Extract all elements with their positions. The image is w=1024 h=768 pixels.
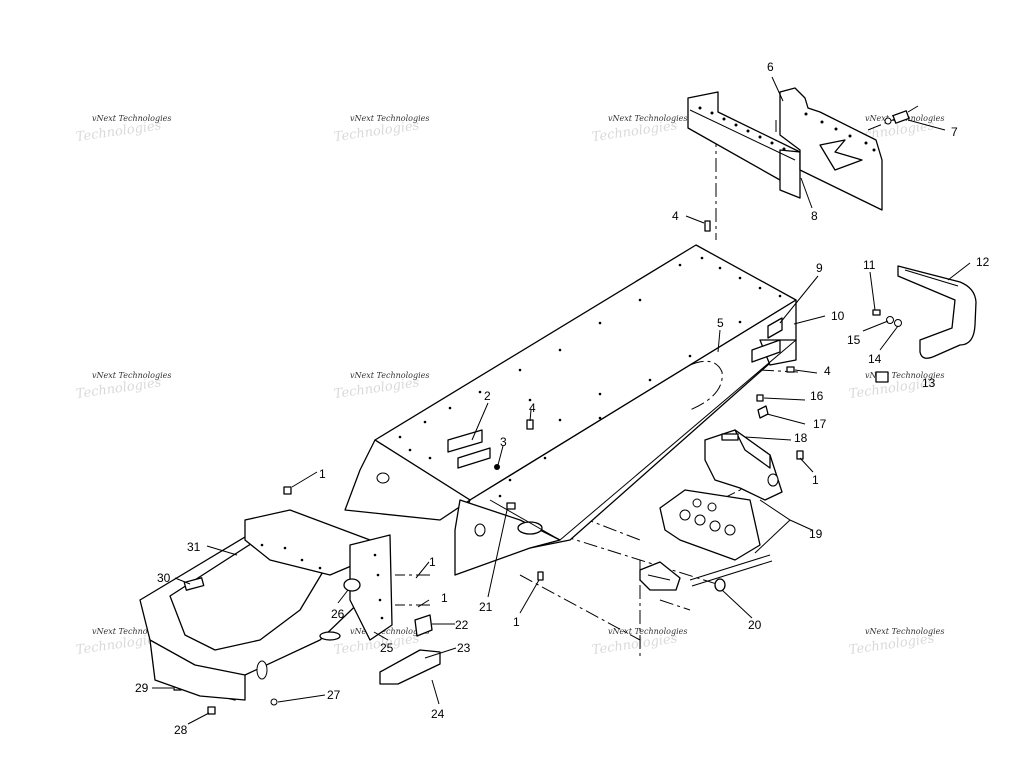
callout-label: 1	[319, 467, 326, 481]
tunnel-main-frame	[344, 244, 797, 576]
watermark-text: vNext Technologies	[608, 114, 687, 123]
watermark-text: vNext Technologies	[350, 114, 429, 123]
callout-label: 22	[455, 618, 469, 632]
callout-label: 25	[380, 641, 394, 655]
callout-label: 3	[500, 435, 507, 449]
watermark-text: vNext Technologies	[350, 371, 429, 380]
callout-label: 1	[429, 555, 436, 569]
callout-label: 7	[951, 125, 958, 139]
callout-label: 17	[813, 417, 827, 431]
callout-label: 27	[327, 688, 341, 702]
callout-label: 4	[672, 209, 679, 223]
callout-label: 15	[847, 333, 861, 347]
callout-label: 9	[816, 261, 823, 275]
bracket-part-19	[639, 489, 761, 591]
leader-lines	[152, 76, 971, 725]
bracket-part-22	[414, 614, 433, 637]
fastener-part-7	[884, 105, 919, 125]
callout-label: 10	[831, 309, 845, 323]
callout-label: 26	[331, 607, 345, 621]
callout-label: 13	[922, 376, 936, 390]
watermark-text: vNext Technologies	[350, 627, 429, 636]
callout-label: 4	[529, 401, 536, 415]
callout-label: 19	[809, 527, 823, 541]
callout-label: 24	[431, 707, 445, 721]
callout-label: 28	[174, 723, 188, 737]
callout-label: 1	[513, 615, 520, 629]
callout-label: 5	[717, 316, 724, 330]
rear-frame	[139, 509, 393, 701]
callout-label: 12	[976, 255, 990, 269]
watermark-text: vNext Technologies	[608, 627, 687, 636]
callout-label: 23	[457, 641, 471, 655]
callout-label: 29	[135, 681, 149, 695]
callout-label: 31	[187, 540, 201, 554]
plate-part-23	[379, 649, 441, 685]
bumper-part-12	[897, 265, 977, 359]
bracket-part-18	[704, 429, 783, 501]
callout-label: 8	[811, 209, 818, 223]
callout-label: 20	[748, 618, 762, 632]
callout-label: 21	[479, 600, 493, 614]
flap-part-6	[775, 87, 883, 211]
watermark-text: vNext Technologies	[865, 627, 944, 636]
callout-label: 18	[794, 431, 808, 445]
hardware-items	[173, 220, 902, 715]
callout-label: 11	[863, 258, 876, 272]
callout-label: 14	[868, 352, 882, 366]
callout-numbers: 6 7 8 4 9 12 11 10 5 15 14 4 13 2 4 16 1…	[135, 60, 990, 737]
callout-label: 2	[484, 389, 491, 403]
callout-label: 30	[157, 571, 171, 585]
callout-label: 16	[810, 389, 824, 403]
bracket-part-8	[687, 91, 801, 199]
watermark-text: vNext Technologies	[92, 371, 171, 380]
shaft-part-20	[689, 554, 773, 592]
watermark-text: vNext Technologies	[865, 371, 944, 380]
watermark-text: vNext Technologies	[92, 627, 171, 636]
callout-label: 1	[812, 473, 819, 487]
callout-label: 1	[441, 591, 448, 605]
watermark-text: vNext Technologies	[92, 114, 171, 123]
callout-label: 4	[824, 364, 831, 378]
callout-label: 6	[767, 60, 774, 74]
